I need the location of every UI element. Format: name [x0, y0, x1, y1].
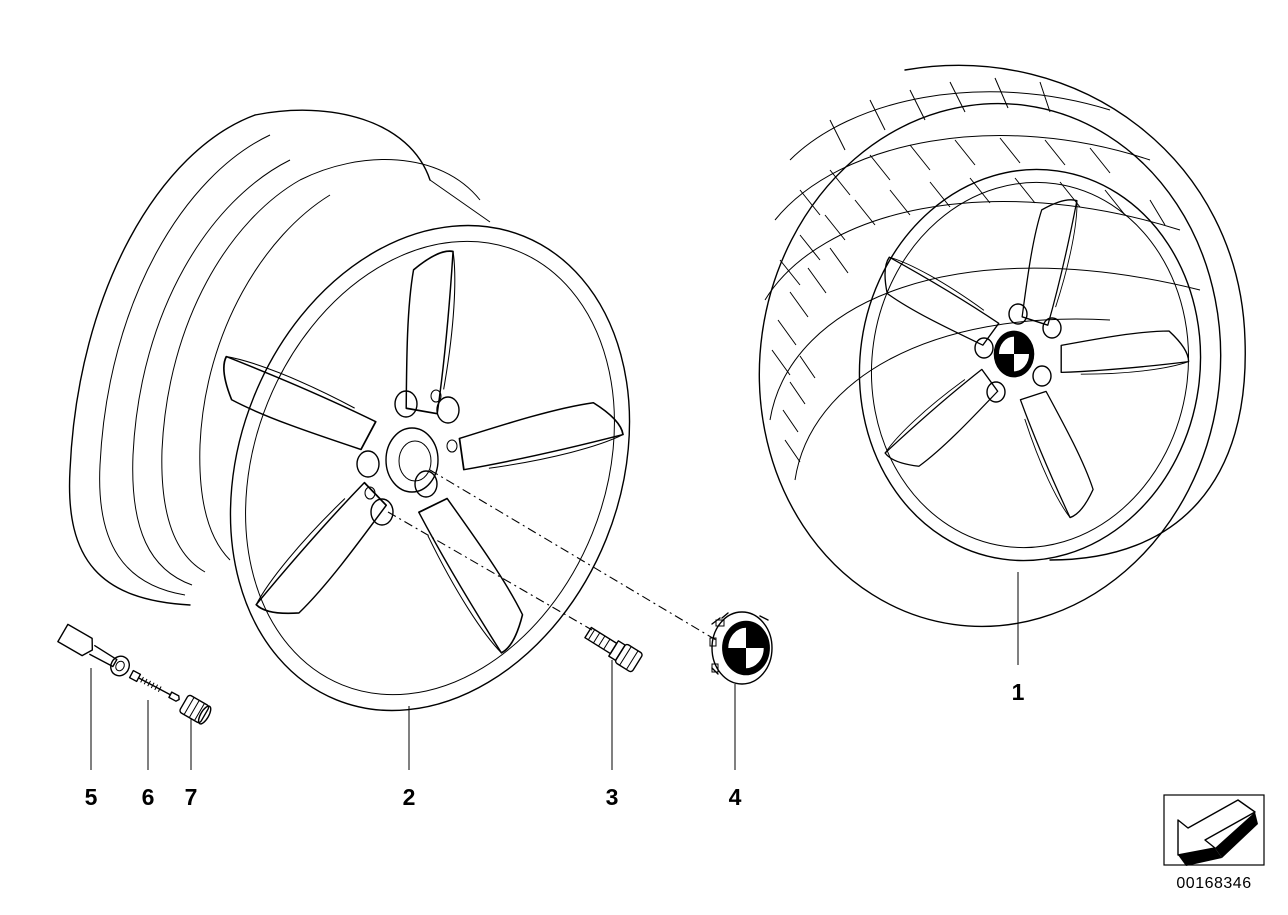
- view-arrow-icon[interactable]: [1163, 794, 1265, 866]
- wheel-rim-face: [858, 168, 1202, 562]
- assembly-line-hubcap: [429, 469, 717, 641]
- callout-1[interactable]: 1: [1012, 679, 1025, 705]
- valve-stem-drawing: [57, 623, 130, 677]
- callout-2[interactable]: 2: [403, 784, 416, 810]
- callout-7[interactable]: 7: [185, 784, 198, 810]
- complete-wheel-drawing: [758, 64, 1246, 628]
- callout-5[interactable]: 5: [85, 784, 98, 810]
- hub-cap-drawing: [709, 611, 773, 685]
- callout-3[interactable]: 3: [606, 784, 619, 810]
- rim-barrel: [68, 109, 491, 606]
- valve-cap-drawing: [179, 694, 212, 725]
- callout-4[interactable]: 4: [729, 784, 742, 810]
- assembly-line-bolt: [387, 511, 593, 631]
- wheel-roundel-icon: [993, 329, 1035, 379]
- tyre-tread: [764, 77, 1201, 481]
- hub-cap-roundel-icon: [721, 619, 771, 677]
- wheel-bolt-drawing: [584, 626, 643, 673]
- drawing-number: 00168346: [1176, 875, 1251, 892]
- rim-face: [208, 224, 631, 712]
- rim-drawing: [68, 109, 631, 712]
- valve-core-drawing: [128, 669, 180, 702]
- callout-6[interactable]: 6: [142, 784, 155, 810]
